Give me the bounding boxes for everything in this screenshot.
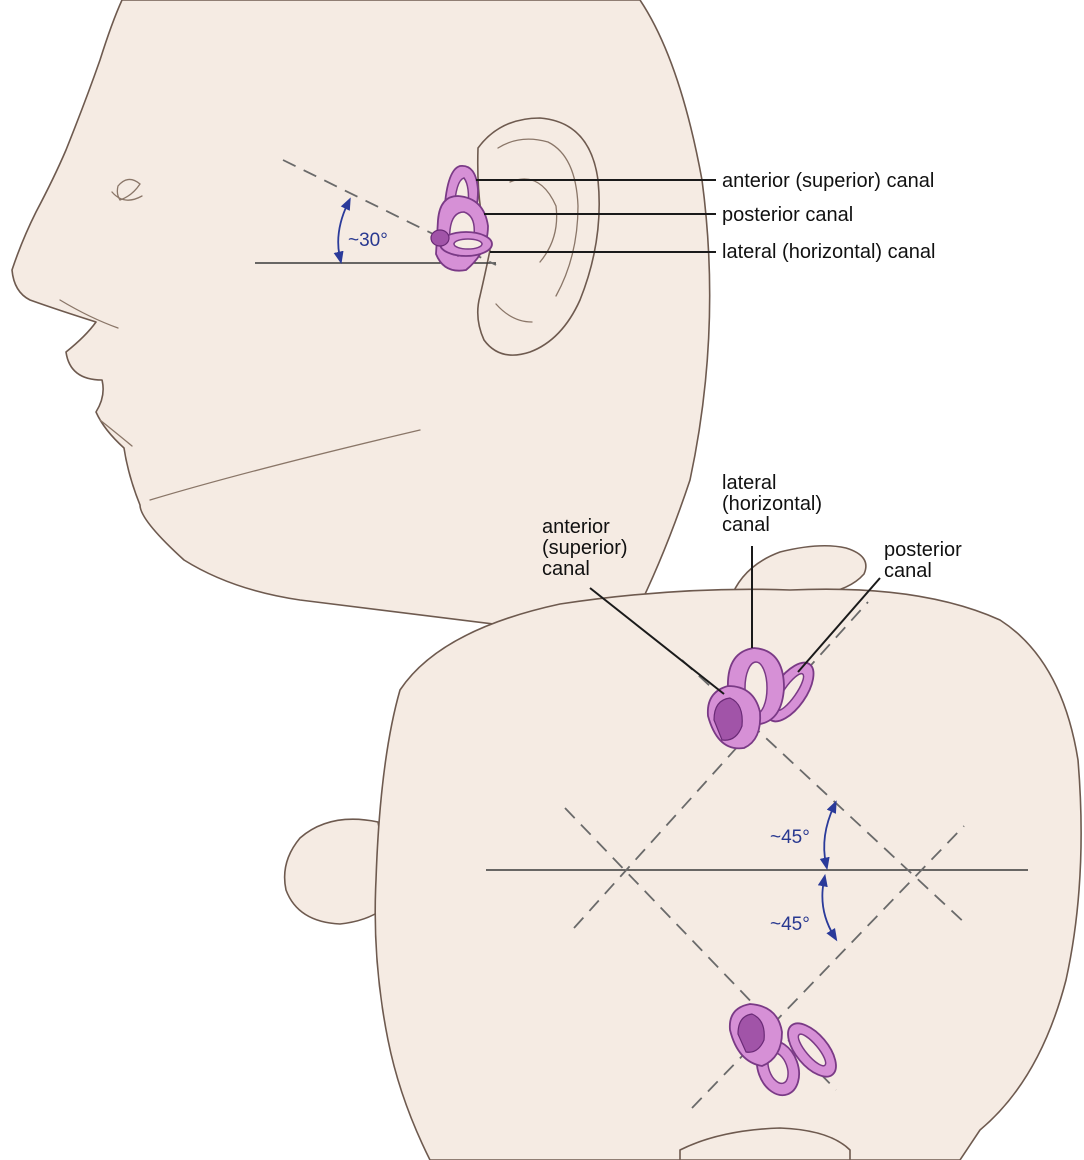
side-label-anterior: anterior (superior) canal bbox=[722, 170, 934, 192]
top-label-lateral: lateral (horizontal) canal bbox=[722, 472, 828, 536]
top-label-posterior: posterior canal bbox=[884, 539, 967, 582]
top-label-lateral-line3: canal bbox=[722, 514, 770, 536]
side-label-lateral: lateral (horizontal) canal bbox=[722, 241, 935, 263]
top-view-head bbox=[285, 546, 1082, 1160]
top-label-posterior-line1: posterior bbox=[884, 539, 962, 561]
side-label-posterior: posterior canal bbox=[722, 204, 853, 226]
top-label-anterior-line1: anterior bbox=[542, 516, 610, 538]
top-label-anterior-line2: (superior) bbox=[542, 537, 628, 559]
top-label-anterior-line3: canal bbox=[542, 558, 590, 580]
top-label-posterior-line2: canal bbox=[884, 560, 932, 582]
side-angle-label: ~30° bbox=[348, 230, 388, 251]
top-label-lateral-line1: lateral bbox=[722, 472, 776, 494]
top-angle-label-upper: ~45° bbox=[770, 827, 810, 848]
top-label-lateral-line2: (horizontal) bbox=[722, 493, 822, 515]
top-angle-label-lower: ~45° bbox=[770, 914, 810, 935]
